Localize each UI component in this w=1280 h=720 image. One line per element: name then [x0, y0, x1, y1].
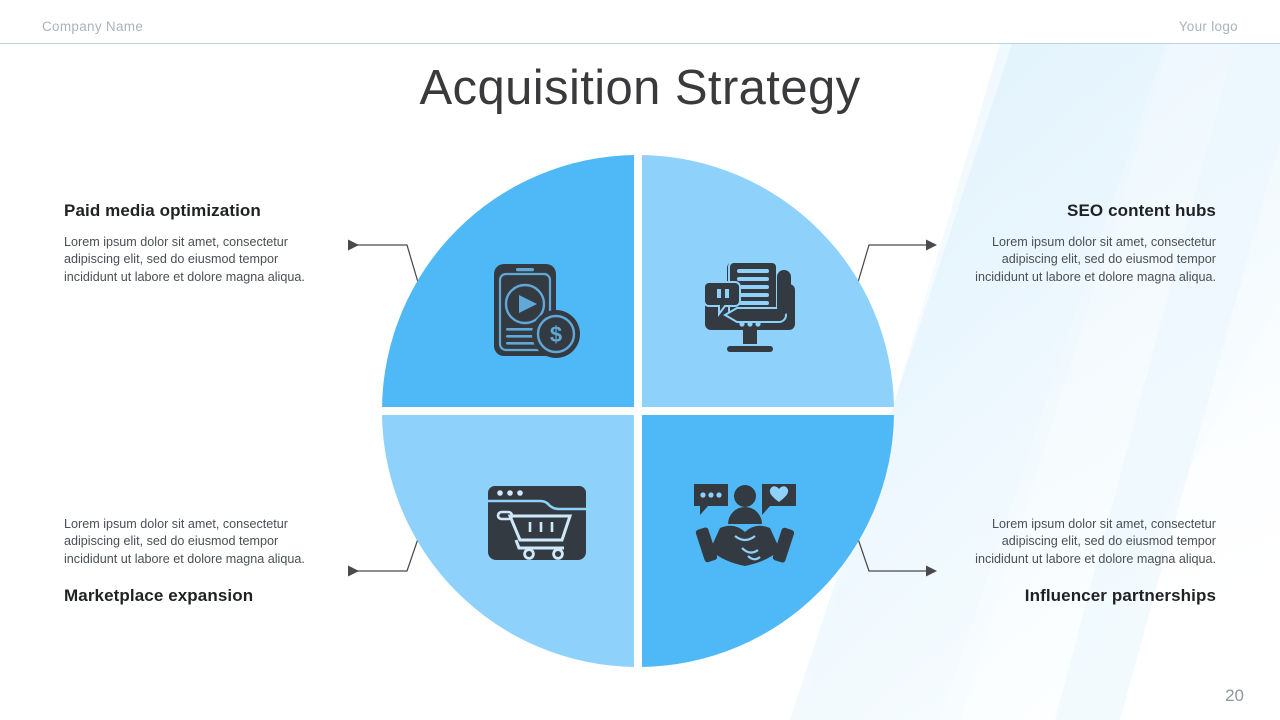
mobile-video-ad-dollar-icon: $ — [490, 262, 582, 358]
info-block-marketplace: Lorem ipsum dolor sit amet, consectetur … — [64, 516, 320, 606]
info-block-heading: Paid media optimization — [64, 201, 261, 220]
page-number: 20 — [1225, 686, 1244, 705]
info-block-heading: SEO content hubs — [1067, 201, 1216, 220]
svg-text:$: $ — [550, 322, 562, 347]
info-block-influencer: Lorem ipsum dolor sit amet, consectetur … — [960, 516, 1216, 606]
info-block-body: Lorem ipsum dolor sit amet, consectetur … — [64, 517, 305, 566]
browser-shopping-cart-icon — [486, 484, 588, 562]
info-block-heading: Marketplace expansion — [64, 586, 254, 606]
quadrant-wheel — [382, 155, 894, 667]
info-block-body: Lorem ipsum dolor sit amet, consectetur … — [64, 235, 305, 284]
logo-placeholder-label: Your logo — [1178, 19, 1238, 34]
handshake-social-icon — [690, 478, 800, 574]
slide-header: Company Name Your logo — [0, 0, 1280, 44]
info-block-seo-content: SEO content hubs Lorem ipsum dolor sit a… — [960, 201, 1216, 286]
company-name-label: Company Name — [42, 19, 144, 34]
desktop-content-writing-icon — [699, 258, 801, 358]
page-title: Acquisition Strategy — [419, 61, 861, 115]
info-block-body: Lorem ipsum dolor sit amet, consectetur … — [975, 235, 1216, 284]
info-block-heading: Influencer partnerships — [1024, 586, 1216, 606]
header-divider — [0, 43, 1280, 44]
info-block-body: Lorem ipsum dolor sit amet, consectetur … — [975, 517, 1216, 566]
info-block-paid-media: Paid media optimization Lorem ipsum dolo… — [64, 201, 320, 286]
